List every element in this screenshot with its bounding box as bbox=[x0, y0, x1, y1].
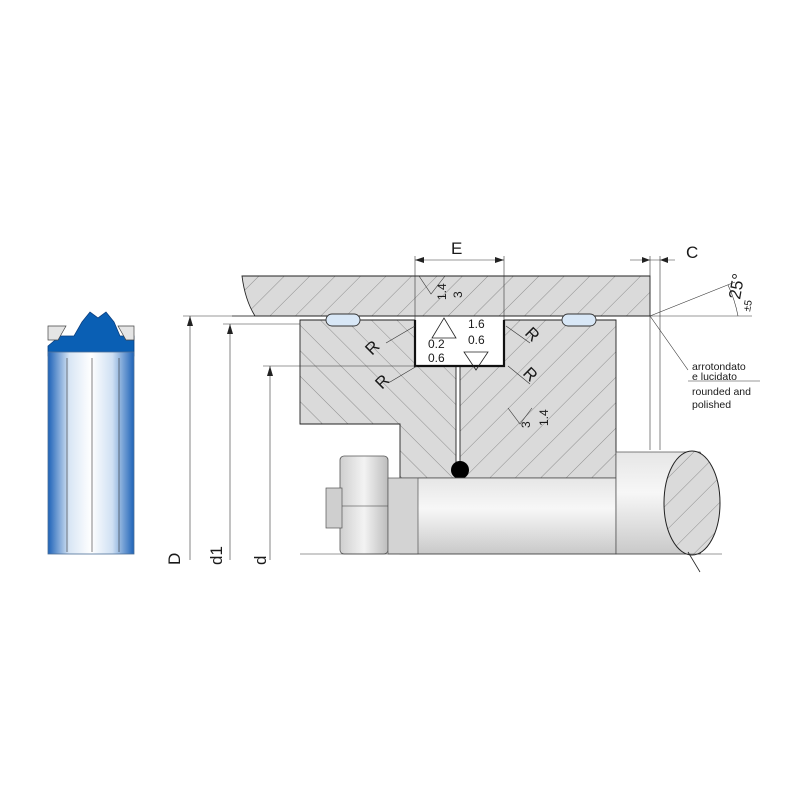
groove-outline bbox=[413, 320, 506, 368]
roughness-right-b: 0.6 bbox=[468, 333, 485, 347]
roughness-top-a: 1.4 bbox=[435, 283, 449, 300]
seal-body bbox=[47, 351, 135, 555]
label-d1: d1 bbox=[207, 546, 226, 565]
note-line-2: e lucidato bbox=[692, 371, 737, 383]
roughness-bottom-b: 1.4 bbox=[537, 409, 551, 426]
guide-ring-left bbox=[325, 313, 361, 327]
label-E: E bbox=[451, 239, 462, 258]
rod bbox=[399, 450, 721, 573]
roughness-right-a: 1.6 bbox=[468, 317, 485, 331]
o-ring bbox=[451, 461, 469, 479]
guide-ring-right bbox=[561, 313, 597, 327]
roughness-left-a: 0.2 bbox=[428, 337, 445, 351]
dimension-lines bbox=[183, 256, 760, 560]
note-line-1: arrotondato bbox=[692, 361, 746, 373]
seal-corner-left bbox=[47, 325, 67, 341]
rod-section bbox=[663, 450, 721, 556]
note-line-4: polished bbox=[692, 399, 731, 411]
seal-corner-right bbox=[117, 325, 135, 341]
nut bbox=[325, 455, 419, 555]
angle-tolerance: ±5 bbox=[741, 299, 755, 313]
label-D: D bbox=[165, 553, 184, 565]
label-d: d bbox=[251, 556, 270, 565]
seal-profile bbox=[47, 311, 135, 555]
angle-value: 25° bbox=[725, 272, 748, 301]
note-line-3: rounded and bbox=[692, 386, 751, 398]
roughness-left-b: 0.6 bbox=[428, 351, 445, 365]
roughness-top-b: 3 bbox=[451, 291, 465, 298]
label-C: C bbox=[686, 243, 698, 262]
roughness-bottom-a: 3 bbox=[519, 421, 533, 428]
